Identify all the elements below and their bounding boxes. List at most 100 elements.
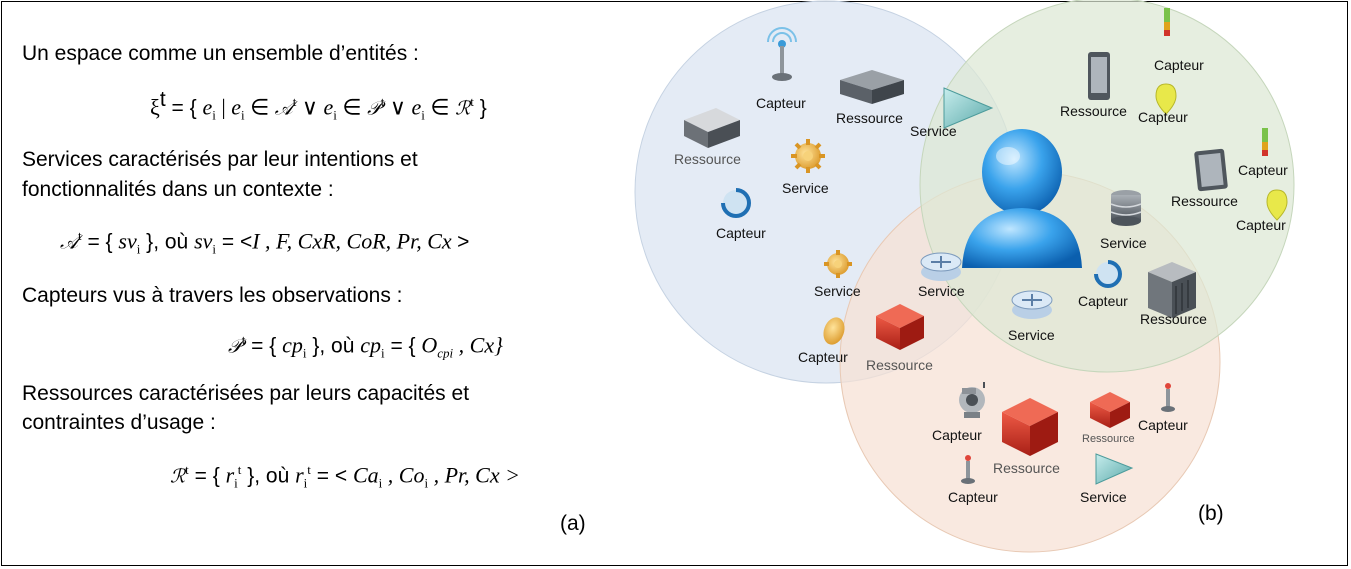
label-capteur-6: Capteur: [1238, 162, 1288, 178]
red-resource-icon-2: [1002, 398, 1058, 456]
e-var: e: [411, 94, 422, 120]
label-capteur-5: Capteur: [1138, 109, 1188, 125]
loading-sensor-icon-2: [1094, 260, 1122, 288]
sub-i: i: [424, 475, 429, 491]
label-ressource-7: Ressource: [993, 460, 1060, 476]
tuple-body: , F, CxR, CoR, Pr, Cx: [259, 228, 458, 254]
camera-sensor-icon: [959, 382, 985, 418]
router-service-icon-2: [1011, 290, 1053, 319]
sv-var: sv: [118, 228, 137, 254]
sup-t: t: [380, 94, 385, 109]
label-service-5: Service: [1100, 235, 1147, 251]
in-symbol: ∈: [336, 94, 368, 120]
red-resource-icon-1: [876, 304, 924, 350]
resources-text-2: contraintes d’usage :: [22, 411, 216, 434]
gear-service-icon-2: [824, 250, 852, 278]
label-service-7: Service: [1080, 489, 1127, 505]
bulb-sensor-icon-1: [1155, 83, 1177, 115]
user-icon: [962, 129, 1082, 268]
equals: =: [216, 230, 240, 254]
or-symbol: ∨: [384, 94, 412, 120]
ou-text: }, où: [140, 230, 195, 254]
label-ressource-6: Ressource: [1140, 311, 1207, 327]
e-var: e: [231, 94, 241, 120]
coin-sensor-icon: [823, 317, 845, 345]
router-service-icon-1: [920, 252, 962, 281]
sup-t: t: [159, 88, 166, 111]
label-ressource-4: Ressource: [1060, 103, 1127, 119]
label-capteur-3: Capteur: [798, 349, 848, 365]
xi-symbol: ξ: [150, 94, 160, 120]
cp-var: cp: [282, 332, 303, 358]
formula-resources: ℛt = { rit }, où rit = < Cai , Coi , Pr,…: [170, 462, 520, 492]
intro-text: Un espace comme un ensemble d’entités :: [22, 42, 419, 65]
database-service-icon: [1110, 190, 1142, 226]
environment-circle-green: [919, 0, 1295, 373]
in-symbol: ∈: [244, 94, 275, 120]
sub-i: i: [241, 107, 245, 123]
label-capteur-8: Capteur: [1078, 293, 1128, 309]
ou-text: }, où: [306, 334, 361, 358]
label-ressource-5: Ressource: [1171, 193, 1238, 209]
equals: = {: [384, 334, 422, 358]
label-capteur-7: Capteur: [1236, 217, 1286, 233]
signal-sensor-icon: [1164, 8, 1170, 36]
sup-t: t: [241, 332, 246, 347]
services-text-1: Services caractérisés par leur intention…: [22, 148, 418, 171]
sensors-text: Capteurs vus à travers les observations …: [22, 284, 403, 307]
label-capteur-10: Capteur: [1138, 417, 1188, 433]
sub-i: i: [302, 345, 307, 361]
co-var: , Co: [382, 462, 425, 488]
sub-i: i: [136, 241, 141, 257]
label-capteur-9: Capteur: [932, 427, 982, 443]
caption-a: (a): [560, 512, 586, 535]
sub-i: i: [234, 475, 238, 491]
wireless-sensor-icon: [767, 27, 797, 81]
r-var: r: [225, 462, 235, 488]
services-text-2: fonctionnalités dans un contexte :: [22, 178, 334, 201]
bulb-sensor-icon-2: [1266, 189, 1288, 221]
set-r: ℛ: [170, 465, 186, 488]
set-p: 𝒫: [228, 335, 242, 358]
server-rack-resource-icon: [1148, 262, 1196, 318]
sub-i: i: [212, 241, 217, 257]
formula-services: 𝒜t = { svi }, où svi = <I , F, CxR, CoR,…: [60, 228, 469, 258]
sub-i: i: [380, 345, 385, 361]
label-ressource-2: Ressource: [836, 110, 903, 126]
label-ressource-8: Ressource: [1082, 433, 1135, 445]
loading-sensor-icon: [721, 188, 751, 218]
tuple-close: >: [457, 230, 470, 254]
sub-i: i: [212, 107, 216, 123]
sup-t: t: [185, 462, 189, 477]
router-resource-icon: [840, 70, 904, 104]
phone-resource-icon: [1088, 52, 1110, 100]
cp-var: cp: [360, 332, 381, 358]
server-resource-icon: [684, 108, 740, 148]
service-triangle-icon-2: [1095, 453, 1134, 485]
ca-var: Ca: [352, 462, 379, 488]
tuple-open: <: [239, 230, 253, 254]
sup-t: t: [307, 462, 311, 477]
label-capteur-4: Capteur: [1154, 57, 1204, 73]
label-capteur-1: Capteur: [756, 95, 806, 111]
tuple-body: , Pr, Cx >: [428, 462, 520, 488]
r-var: r: [295, 462, 304, 488]
set-a: 𝒜: [274, 97, 293, 120]
bar: |: [215, 94, 232, 120]
panel-b-diagram: Capteur Ressource Ressource Service Capt…: [634, 0, 1295, 553]
in-symbol: ∈: [424, 94, 456, 120]
label-service-3: Service: [814, 283, 861, 299]
sup-t: t: [292, 94, 297, 109]
sub-cpi: cpi: [437, 345, 454, 361]
e-var: e: [323, 94, 334, 120]
caption-b: (b): [1198, 502, 1224, 525]
eq-close: }: [473, 96, 487, 120]
label-ressource-3: Ressource: [866, 357, 933, 373]
label-capteur-2: Capteur: [716, 225, 766, 241]
antenna-sensor-icon-2: [961, 455, 975, 484]
label-service-1: Service: [782, 180, 829, 196]
set-a: 𝒜: [60, 231, 78, 254]
eq-open: = {: [81, 230, 119, 254]
tuple-body: , Cx}: [453, 332, 503, 358]
